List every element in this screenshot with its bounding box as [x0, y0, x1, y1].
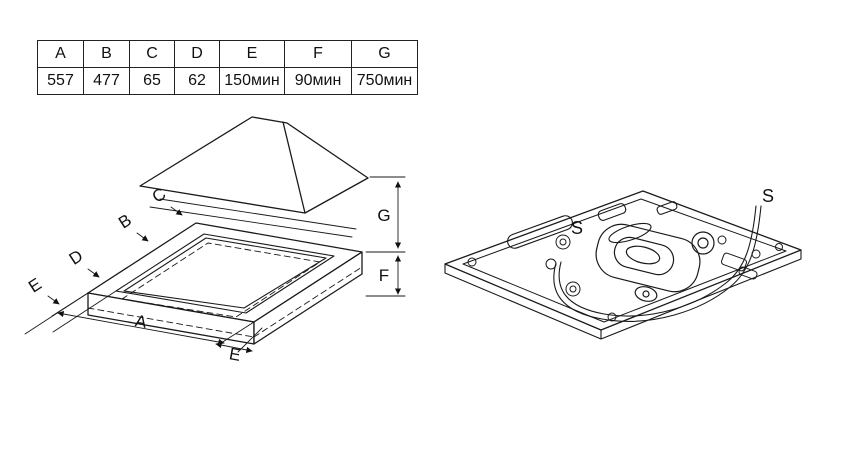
- table-header-cell: C: [129, 40, 175, 68]
- fittings-and-screws: [467, 234, 783, 322]
- table-value-cell: 62: [174, 67, 220, 95]
- s-labels: S S: [571, 186, 774, 238]
- hob-cutout: [115, 233, 335, 314]
- underside-slots: [507, 201, 678, 249]
- table-header-cell: G: [351, 40, 418, 68]
- label-S-right: S: [762, 186, 774, 206]
- label-D: D: [66, 246, 87, 269]
- dim-arrow-B: [136, 232, 149, 242]
- hood-rim-lines: [149, 198, 357, 238]
- table-header-row: A B C D E F G: [37, 40, 418, 68]
- table-value-cell: 477: [83, 67, 130, 95]
- label-E-left: E: [25, 274, 45, 296]
- table-value-row: 557 477 65 62 150мин 90мин 750мин: [37, 67, 418, 95]
- table-value-cell: 750мин: [351, 67, 418, 95]
- table-value-cell: 557: [37, 67, 84, 95]
- dimension-table: A B C D E F G 557 477 65 62 150мин 90мин…: [37, 40, 418, 95]
- dim-arrow-E: [47, 295, 60, 305]
- table-value-cell: 150мин: [219, 67, 285, 95]
- table-header-cell: F: [284, 40, 352, 68]
- label-F: F: [379, 266, 389, 285]
- table-header-cell: B: [83, 40, 130, 68]
- hood-outline: [139, 116, 369, 214]
- burner-assembly: [595, 223, 715, 302]
- hob-isometric-diagram: C B D E A E G F: [24, 116, 406, 365]
- table-header-cell: D: [174, 40, 220, 68]
- table-header-cell: E: [219, 40, 285, 68]
- gas-tube: [553, 205, 762, 322]
- label-G: G: [377, 206, 390, 225]
- table-value-cell: 90мин: [284, 67, 352, 95]
- dim-line-E-bottom: [215, 341, 253, 354]
- label-A: A: [134, 311, 149, 332]
- label-E-bottom: E: [228, 344, 242, 365]
- dim-arrow-D: [87, 268, 100, 278]
- dim-line-A: [57, 310, 225, 346]
- underside-pan: [444, 190, 802, 340]
- label-B: B: [115, 210, 135, 232]
- table-value-cell: 65: [129, 67, 175, 95]
- table-header-cell: A: [37, 40, 84, 68]
- dimension-lines: [47, 181, 402, 354]
- label-S-left: S: [571, 218, 583, 238]
- dim-arrow-C: [170, 206, 183, 216]
- hob-underside-diagram: S S: [444, 186, 802, 340]
